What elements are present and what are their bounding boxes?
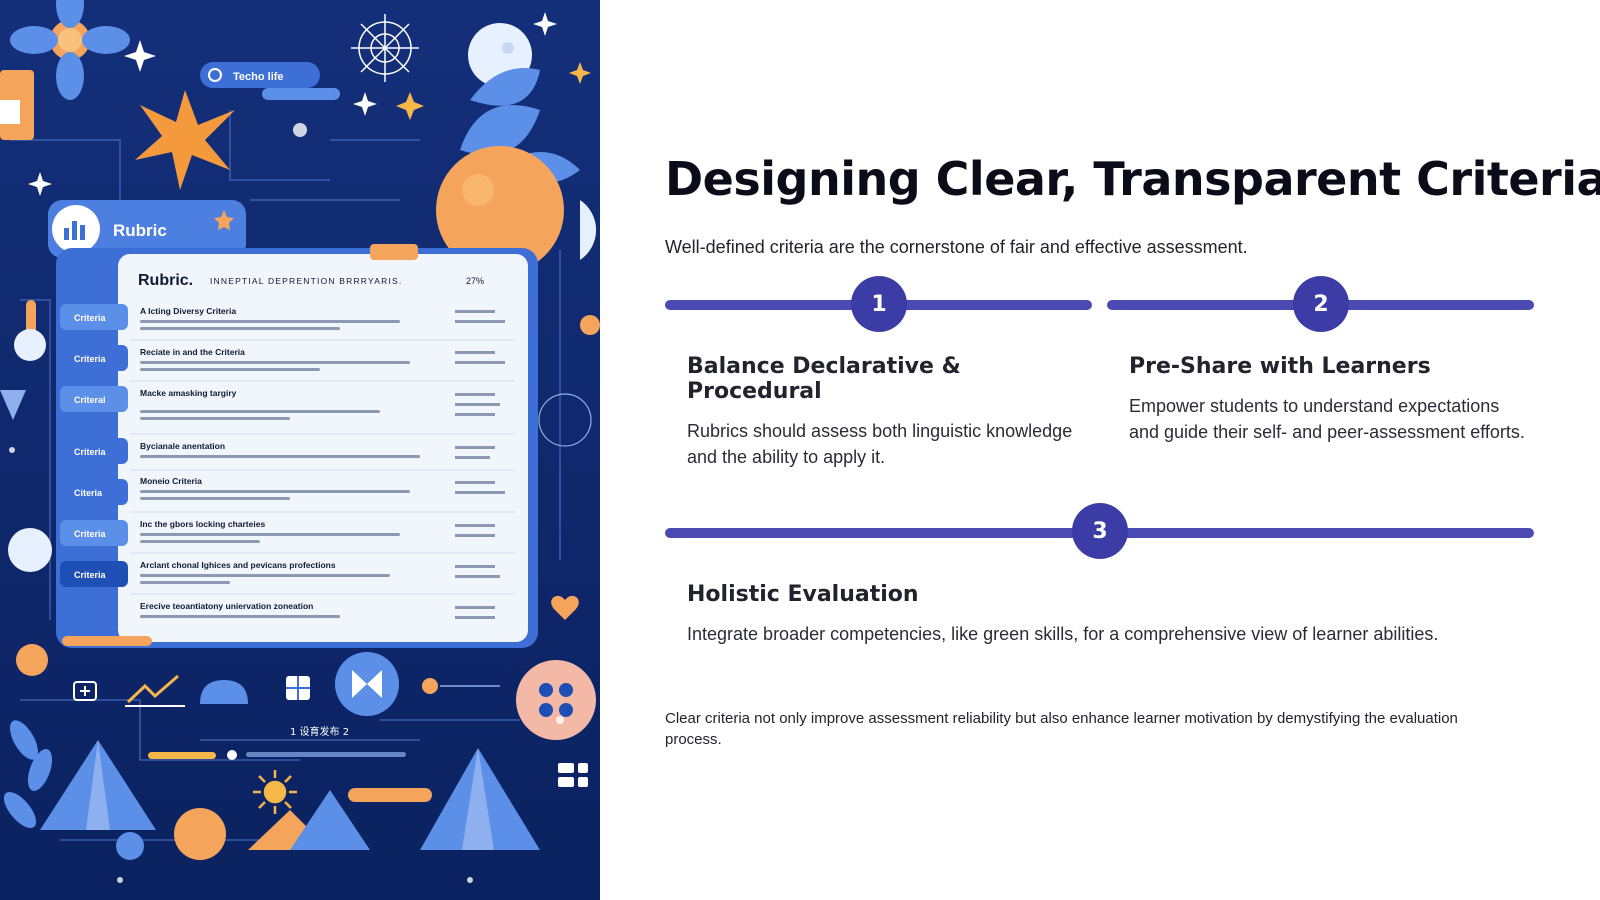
- step-heading: Balance Declarative & Procedural: [687, 354, 961, 404]
- slide-title: Designing Clear, Transparent Criteria: [665, 152, 1600, 206]
- doc-percent: 27%: [466, 276, 484, 286]
- doc-row-title: A Icting Diversy Criteria: [140, 306, 236, 316]
- rubric-tab-label: Rubric: [113, 221, 167, 240]
- side-tab-label: Criteria: [74, 570, 107, 580]
- doc-row-title: Arclant chonal Ighices and pevicans prof…: [140, 560, 336, 570]
- doc-row-title: Moneio Criteria: [140, 476, 202, 486]
- growth-chart-icon: [125, 674, 185, 707]
- step-number-badge: 1: [851, 276, 907, 332]
- doc-heading: Rubric.: [138, 272, 193, 289]
- dots-grid-icon: [516, 660, 596, 740]
- doc-row-title: Erecive teoantiatony uniervation zoneati…: [140, 601, 313, 611]
- step-body: Empower students to understand expectati…: [1129, 396, 1525, 442]
- doc-row-title: Bycianale anentation: [140, 441, 225, 451]
- step-number-badge: 3: [1072, 503, 1128, 559]
- step-body: Rubrics should assess both linguistic kn…: [687, 421, 1073, 467]
- play-icon: [335, 652, 399, 716]
- doc-row-title: Inc the gbors locking charteies: [140, 519, 265, 529]
- doc-subheading: INNEPTIAL DEPRENTION BRRRYARIS.: [210, 276, 402, 286]
- step-number-badge: 2: [1293, 276, 1349, 332]
- side-tab-label: Criteria: [74, 354, 107, 364]
- step-card-holistic: Holistic Evaluation Integrate broader co…: [687, 582, 1547, 647]
- compass-icon: [351, 14, 419, 82]
- step-heading: Holistic Evaluation: [687, 582, 919, 607]
- doc-row-title: Reciate in and the Criteria: [140, 347, 245, 357]
- search-chip-label: Techo life: [233, 71, 284, 83]
- footnote: Clear criteria not only improve assessme…: [665, 710, 1458, 748]
- side-tab-label: Criteria: [74, 447, 107, 457]
- slide-subtitle: Well-defined criteria are the cornerston…: [665, 237, 1248, 257]
- side-tab-label: Criteria: [74, 529, 107, 539]
- step-card-balance: Balance Declarative & Procedural Rubrics…: [687, 354, 1087, 470]
- medical-kit-icon: [73, 681, 97, 701]
- doc-row-title: Macke amasking targiry: [140, 388, 237, 398]
- step-card-preshare: Pre-Share with Learners Empower students…: [1129, 354, 1529, 445]
- bottom-label: 1 设育发布 2: [290, 725, 349, 738]
- step-heading: Pre-Share with Learners: [1129, 354, 1431, 379]
- side-tab-label: Criteral: [74, 395, 106, 405]
- step-body: Integrate broader competencies, like gre…: [687, 624, 1439, 644]
- side-tab-label: Citeria: [74, 488, 103, 498]
- flower-icon: [10, 0, 130, 100]
- side-tab-label: Criteria: [74, 313, 107, 323]
- hero-illustration: Techo life Rubric: [0, 0, 600, 900]
